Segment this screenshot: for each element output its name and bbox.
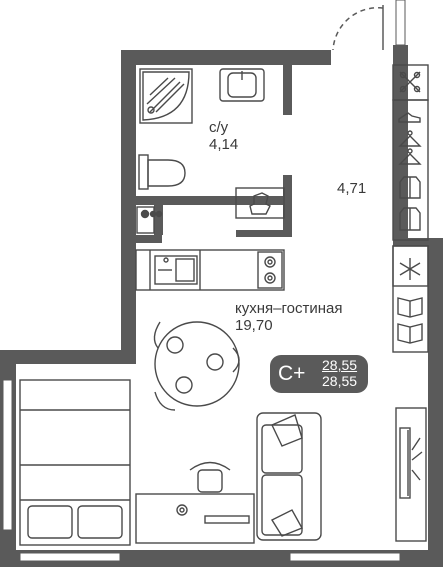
washing-machine-icon	[136, 206, 163, 234]
sink-icon	[219, 68, 265, 102]
total-area: 28,55	[322, 357, 358, 373]
office-chair-icon	[189, 461, 231, 493]
living-area: 19,70	[235, 317, 273, 334]
tv-icon	[395, 407, 427, 542]
chair-icon	[153, 321, 240, 411]
bathroom-name: с/у	[209, 119, 229, 136]
hob-icon	[257, 251, 283, 289]
kitchen-counter	[135, 249, 285, 291]
laundry-icon	[235, 187, 285, 219]
windows	[2, 0, 406, 562]
storage-grid-icon	[399, 71, 421, 93]
living-area-total: 28,55	[322, 373, 358, 389]
bed-icon	[19, 379, 131, 546]
plant-icon	[411, 437, 423, 481]
book-icon	[397, 297, 423, 344]
shirt-icon	[399, 176, 421, 231]
living-label: кухня–гостиная 19,70	[235, 300, 342, 334]
toilet-icon	[138, 154, 186, 190]
snowflake-icon	[392, 245, 429, 287]
hanger-icon	[398, 130, 422, 165]
hallway-area: 4,71	[337, 180, 367, 197]
sofa-icon	[256, 412, 322, 541]
bathroom-label: с/у 4,14	[209, 119, 238, 153]
energy-class: С+	[278, 362, 306, 385]
desk-icon	[135, 493, 255, 544]
door-swing-icon	[332, 5, 384, 51]
energy-class-badge: С+ 28,55 28,55	[270, 355, 368, 393]
shower-icon	[139, 68, 193, 124]
table-icon	[154, 321, 240, 407]
living-name: кухня–гостиная	[235, 300, 343, 317]
bathroom-area: 4,14	[209, 136, 239, 153]
shoe-icon	[398, 112, 421, 123]
kitchen-sink-icon	[154, 255, 198, 285]
